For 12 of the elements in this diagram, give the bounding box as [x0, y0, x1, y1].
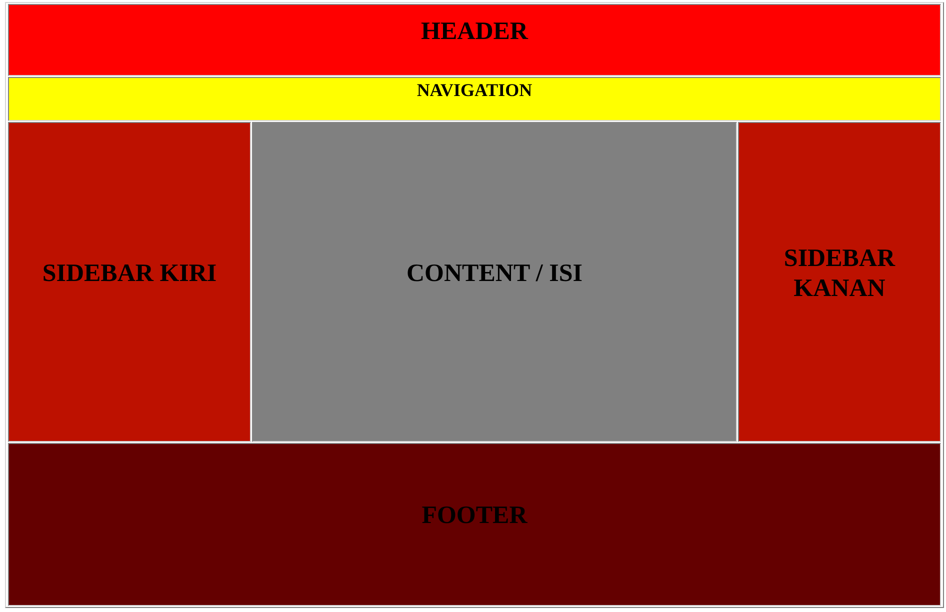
section-label: CONTENT / ISI — [406, 258, 582, 288]
sidebar-panel — [8, 122, 251, 442]
header-bar — [8, 4, 941, 76]
footer-bar — [8, 443, 941, 606]
section-label: FOOTER — [422, 501, 528, 531]
content-panel — [252, 122, 737, 442]
sidebar-panel — [738, 122, 941, 442]
navigation-bar — [8, 77, 941, 121]
section-label: SIDEBAR KIRI — [42, 258, 217, 288]
section-label: HEADER — [421, 16, 528, 46]
section-label: NAVIGATION — [416, 80, 532, 102]
section-label: SIDEBAR KANAN — [782, 244, 896, 304]
